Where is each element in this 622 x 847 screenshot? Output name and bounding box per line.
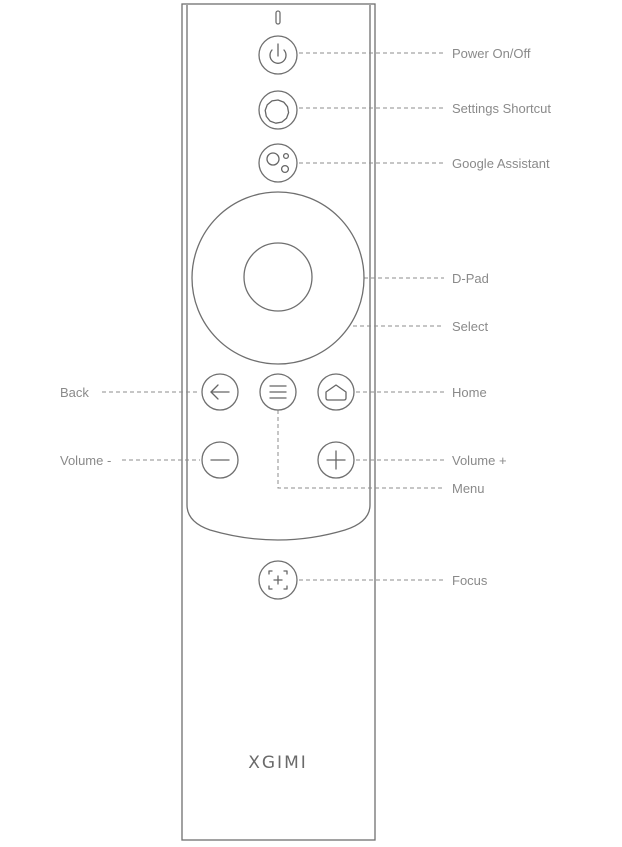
indicator-light (275, 10, 281, 25)
gear-icon (264, 99, 290, 124)
label-assistant: Google Assistant (452, 156, 550, 171)
settings-button[interactable] (258, 90, 298, 130)
leader-lines (102, 52, 444, 581)
select-button[interactable] (243, 242, 313, 312)
google-assistant-icon (266, 152, 290, 174)
dpad[interactable] (191, 191, 365, 365)
volume-up-button[interactable] (317, 441, 355, 479)
label-menu: Menu (452, 481, 485, 496)
assistant-button[interactable] (258, 143, 298, 183)
hamburger-menu-icon (269, 385, 287, 399)
menu-button[interactable] (259, 373, 297, 411)
label-back: Back (60, 385, 89, 400)
label-focus: Focus (452, 573, 488, 588)
leader-menu (277, 410, 444, 489)
back-button[interactable] (201, 373, 239, 411)
label-volume-down: Volume - (60, 453, 111, 468)
volume-down-button[interactable] (201, 441, 239, 479)
plus-icon (326, 450, 346, 470)
label-select: Select (452, 319, 489, 334)
remote-top-panel (186, 5, 371, 541)
label-volume-up: Volume + (452, 453, 507, 468)
remote-outline (181, 3, 376, 841)
label-dpad: D-Pad (452, 271, 489, 286)
power-icon (269, 43, 287, 64)
labels: Power On/Off Settings Shortcut Google As… (60, 46, 551, 588)
remote-body (181, 3, 376, 841)
label-settings: Settings Shortcut (452, 101, 551, 116)
arrow-left-icon (210, 384, 230, 400)
label-power: Power On/Off (452, 46, 531, 61)
home-icon (325, 384, 347, 401)
home-button[interactable] (317, 373, 355, 411)
focus-icon (268, 570, 288, 590)
focus-button[interactable] (258, 560, 298, 600)
brand-logo: XGIMI (248, 753, 308, 773)
power-button[interactable] (258, 35, 298, 75)
label-home: Home (452, 385, 487, 400)
